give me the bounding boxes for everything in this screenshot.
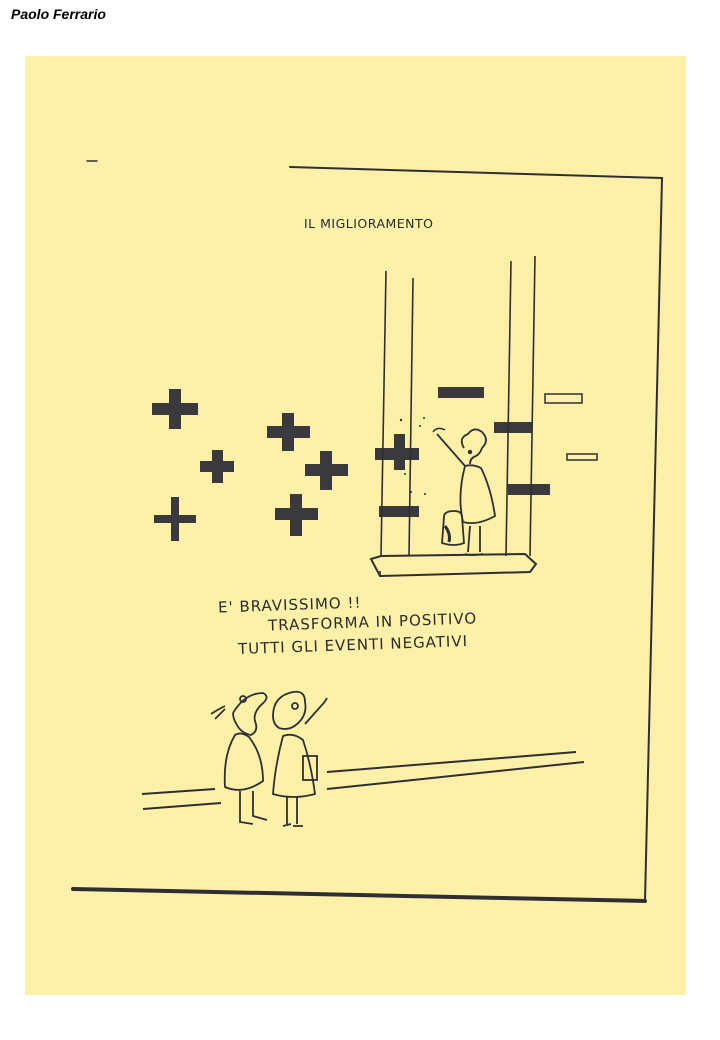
platform [369, 552, 538, 578]
plus-icon [200, 450, 234, 483]
plus-icon [267, 413, 310, 451]
frame-right-edge [289, 166, 664, 902]
observer-man [210, 692, 268, 825]
outlined-minus-signs [544, 393, 598, 461]
painter-figure [432, 427, 496, 556]
minus-outline-icon [566, 453, 598, 461]
plus-icon [152, 389, 198, 429]
minus-outline-icon [544, 393, 583, 404]
minus-icon [494, 422, 532, 433]
plus-signs [152, 389, 419, 541]
minus-icon [379, 506, 419, 517]
paint-bucket [441, 510, 465, 546]
plus-icon [305, 451, 348, 490]
paint-splatter [399, 417, 426, 495]
minus-icon [438, 387, 484, 398]
frame-bottom-edge [71, 887, 647, 903]
plus-icon-being-painted [375, 434, 419, 470]
observer-woman [272, 690, 328, 827]
floor-lines [141, 751, 585, 810]
cartoon-sheet: IL MIGLIORAMENTO E' BRAVISSIMO !! TRASFO… [25, 56, 686, 995]
cartoon-illustration [71, 160, 664, 903]
author-name: Paolo Ferrario [11, 6, 106, 22]
minus-icon [508, 484, 550, 495]
cartoon-title: IL MIGLIORAMENTO [304, 216, 434, 231]
platform-scaffold [369, 255, 538, 578]
minus-signs [379, 387, 550, 517]
plus-icon [154, 497, 196, 541]
plus-icon [275, 494, 318, 536]
